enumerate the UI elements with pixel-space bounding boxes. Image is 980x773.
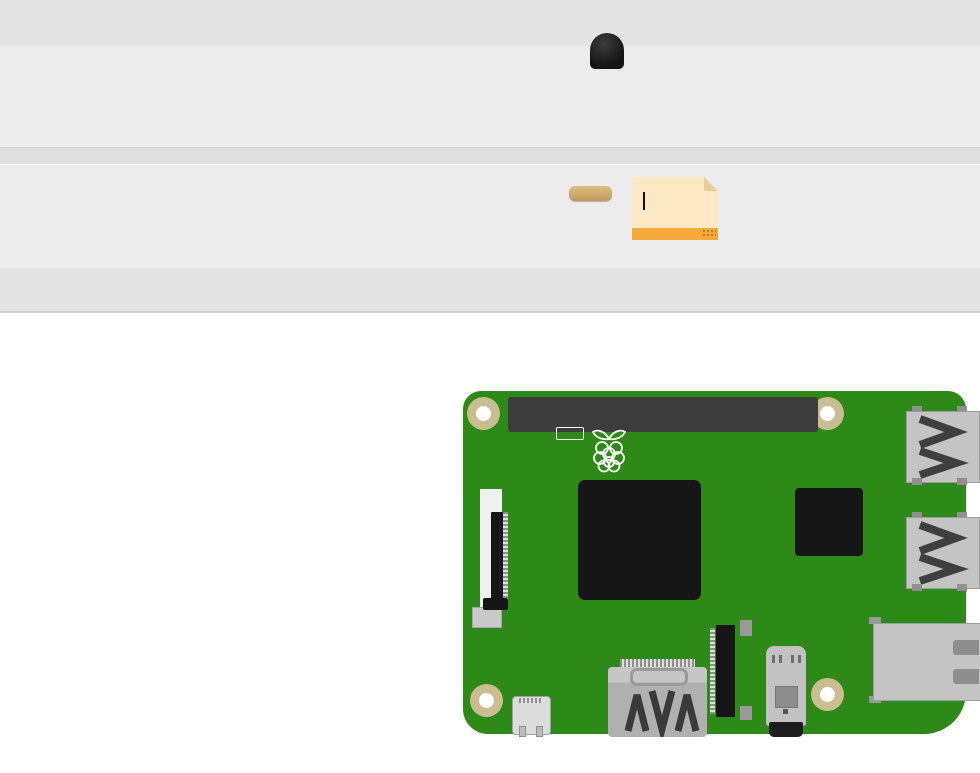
dsi-connector-pins: [503, 512, 508, 605]
ethernet-tab-top: [869, 617, 881, 624]
usb-port-tab: [912, 584, 922, 591]
csi-tab-bottom: [740, 706, 752, 720]
pi-usb-controller-chip: [795, 488, 863, 556]
usb-port-tab: [957, 478, 967, 485]
audio-jack-barrel: [769, 722, 803, 737]
ethernet-port: [873, 623, 980, 701]
ethernet-port-tab: [953, 669, 979, 684]
audio-jack-pin: [779, 655, 782, 663]
gpio-label: [556, 427, 584, 440]
usb-port-tab: [957, 512, 967, 519]
hdmi-port-handle: [630, 668, 688, 686]
hdmi-connector-pins: [620, 659, 695, 668]
ds18b20-sensor[interactable]: [590, 33, 624, 69]
power-port-pins: [519, 698, 543, 703]
rail-line-blue-bottom: [0, 272, 980, 274]
breadboard-top-rail: [0, 0, 980, 46]
csi-connector: [716, 625, 735, 717]
ethernet-port-tab: [953, 640, 979, 655]
power-port-leg: [536, 726, 543, 737]
gpio-header[interactable]: [508, 397, 818, 432]
usb-port-slots-icon: [918, 521, 969, 585]
note-resize-grip[interactable]: [702, 229, 716, 238]
pi-mount-hole-br: [811, 678, 844, 711]
usb-port-tab: [957, 406, 967, 413]
audio-jack-pin: [791, 655, 794, 663]
breadboard-edge-shadow: [0, 311, 980, 313]
resistor-4k7[interactable]: [569, 186, 612, 201]
note-bottom-bar: [632, 228, 718, 240]
audio-jack-inner: [775, 686, 798, 708]
power-port-leg: [519, 726, 526, 737]
breadboard-center-channel: [0, 147, 980, 165]
csi-tab-top: [740, 620, 752, 636]
breadboard-bottom-rail: [0, 268, 980, 313]
component-misc-top: [483, 598, 508, 610]
note-text-input[interactable]: [642, 192, 645, 212]
raspberry-pi-logo-icon: [591, 429, 627, 473]
rail-line-blue-top: [0, 3, 980, 5]
usb-port-tab: [912, 406, 922, 413]
component-misc: [472, 607, 502, 628]
usb-port-tab: [957, 584, 967, 591]
rail-line-red-bottom: [0, 308, 980, 310]
usb-port-tab: [912, 478, 922, 485]
usb-port-tab: [912, 512, 922, 519]
pi-soc-chip: [578, 480, 701, 600]
csi-connector-pins: [710, 628, 715, 714]
pi-mount-hole-tl: [467, 397, 500, 430]
hdmi-port-slots-icon: [624, 690, 700, 737]
usb-port-slots-icon: [918, 415, 969, 479]
sticky-note[interactable]: [632, 177, 718, 240]
pi-mount-hole-bl: [470, 684, 503, 717]
audio-jack-dot: [783, 709, 788, 714]
audio-jack-pin: [772, 655, 775, 663]
dsi-connector-strip: [491, 512, 503, 605]
breadboard[interactable]: [0, 0, 980, 313]
audio-jack-pin: [798, 655, 801, 663]
rail-line-red-top: [0, 40, 980, 42]
text-cursor: [643, 192, 645, 210]
